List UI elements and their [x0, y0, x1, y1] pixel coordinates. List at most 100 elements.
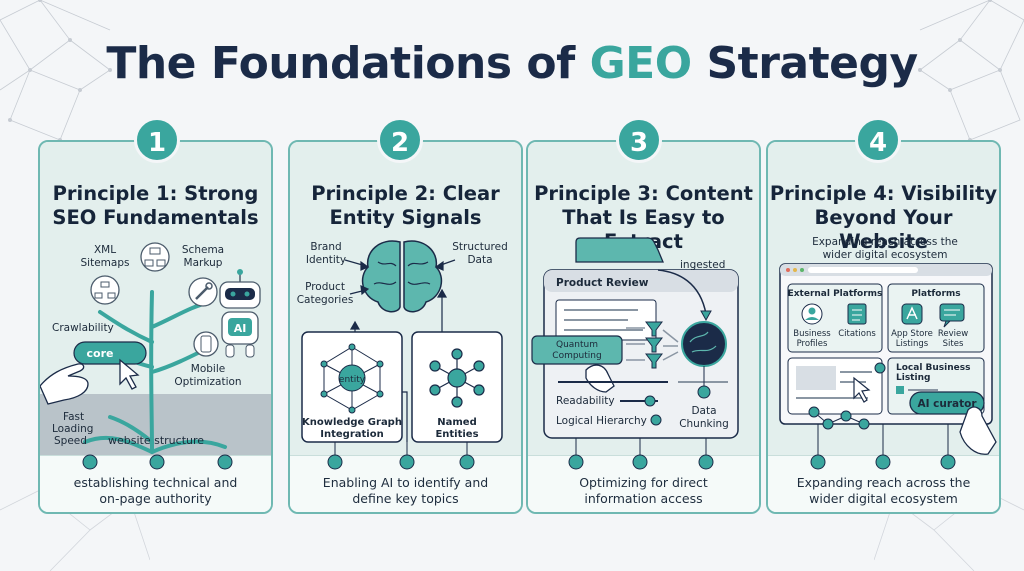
principle-1-caption: establishing technical and on-page autho…: [73, 475, 238, 506]
schema-icon: [140, 242, 170, 272]
svg-text:Loading: Loading: [52, 423, 93, 435]
svg-text:Review: Review: [938, 329, 968, 339]
svg-text:Data: Data: [691, 405, 716, 417]
app-store-icon: [901, 303, 923, 325]
svg-text:AI curator: AI curator: [917, 398, 977, 410]
quantum-computing-tag: [531, 335, 623, 365]
principle-4-caption: Expanding reach across the wider digital…: [796, 475, 971, 506]
svg-text:Sites: Sites: [943, 339, 964, 349]
connector-dots: [810, 424, 956, 470]
core-label: core: [87, 347, 114, 360]
cursor-icon: [853, 376, 871, 403]
svg-text:Platforms: Platforms: [911, 289, 960, 299]
principle-card-3: Principle 3: Content That Is Easy to Ext…: [526, 140, 761, 514]
svg-text:App Store: App Store: [891, 329, 933, 339]
svg-text:Citations: Citations: [838, 329, 876, 339]
cursor-icon: [119, 358, 140, 390]
ai-label: AI: [234, 322, 247, 335]
principle-number-2: 2: [377, 117, 423, 163]
entity-network-icon: [429, 348, 485, 408]
platforms-panel: [887, 283, 985, 353]
svg-text:Chunking: Chunking: [679, 418, 729, 430]
sitemap-icon: [90, 275, 120, 305]
svg-text:External Platforms: External Platforms: [788, 289, 883, 299]
svg-text:wider digital ecosystem: wider digital ecosystem: [823, 249, 948, 261]
connector-dots: [327, 442, 475, 470]
external-platforms-panel: [787, 283, 883, 353]
principle-4-heading: Principle 4: Visibility Beyond Your Webs…: [769, 182, 998, 253]
hand-icon: [959, 406, 997, 455]
svg-text:Mobile: Mobile: [191, 363, 225, 375]
business-profile-icon: [801, 303, 823, 325]
svg-text:Crawlability: Crawlability: [52, 322, 114, 334]
title-text-end: Strategy: [706, 38, 918, 89]
entity-label: entity: [339, 375, 366, 385]
svg-text:Identity: Identity: [306, 254, 346, 266]
principle-1-illustration: AI core XML Sitemaps Schema Markup Crawl…: [40, 242, 271, 470]
svg-text:Listings: Listings: [896, 339, 929, 349]
address-bar: [808, 267, 918, 273]
wrench-icon: [188, 277, 218, 307]
title-accent: GEO: [589, 38, 693, 89]
principle-3-caption: Optimizing for direct information access: [579, 475, 708, 506]
review-sites-icon: [939, 303, 965, 328]
svg-text:Quantum: Quantum: [556, 340, 598, 350]
ai-robot-icon: AI: [219, 269, 261, 358]
principle-2-illustration: entity Knowledge Graph Integration Named…: [297, 240, 508, 470]
svg-text:Readability: Readability: [556, 395, 615, 407]
funnel-icons: [645, 321, 663, 369]
title-text-start: The Foundations of: [106, 38, 575, 89]
svg-text:Categories: Categories: [297, 294, 354, 306]
svg-text:Profiles: Profiles: [797, 339, 828, 349]
readability-slider-knob: [644, 395, 656, 407]
svg-text:Knowledge Graph: Knowledge Graph: [302, 417, 402, 428]
ingested-label: ingested: [680, 259, 725, 271]
svg-text:Structured: Structured: [452, 241, 508, 253]
network-nodes: [808, 362, 886, 430]
principle-1-heading: Principle 1: Strong SEO Fundamentals: [52, 182, 259, 229]
brain-icon: [361, 240, 443, 313]
svg-text:Entities: Entities: [435, 429, 478, 440]
principle-3-illustration: Product Review Quantum Computing i: [531, 237, 739, 470]
folder-tab: [575, 237, 664, 263]
svg-text:Schema: Schema: [182, 244, 224, 256]
principle-card-4: Principle 4: Visibility Beyond Your Webs…: [766, 140, 1001, 514]
svg-text:Product: Product: [305, 281, 345, 293]
ground: [40, 394, 271, 455]
principle-2-heading: Principle 2: Clear Entity Signals: [311, 182, 500, 229]
svg-text:Local Business: Local Business: [896, 363, 970, 373]
citations-icon: [847, 303, 867, 325]
principle-4-illustration: Expanding reach across the wider digital…: [779, 236, 997, 470]
connector-dots: [82, 454, 233, 470]
svg-text:XML: XML: [94, 244, 116, 256]
ai-sphere-icon: [681, 321, 727, 367]
hand-icon: [585, 364, 615, 393]
core-pill: [73, 341, 147, 365]
svg-text:Markup: Markup: [184, 257, 223, 269]
mobile-icon: [193, 331, 219, 357]
svg-text:Speed: Speed: [54, 435, 87, 447]
principle-number-3: 3: [616, 117, 662, 163]
ai-curator-button: [909, 391, 985, 415]
principle-number-4: 4: [855, 117, 901, 163]
svg-text:Business: Business: [793, 329, 831, 339]
svg-text:Optimization: Optimization: [174, 376, 241, 388]
principle-2-caption: Enabling AI to identify and define key t…: [322, 475, 489, 506]
principle-number-1: 1: [134, 117, 180, 163]
svg-text:Named: Named: [437, 417, 476, 428]
svg-text:Sitemaps: Sitemaps: [81, 257, 130, 269]
hand-icon: [40, 363, 89, 405]
principle-card-1: Principle 1: Strong SEO Fundamentals: [38, 140, 273, 514]
svg-text:Listing: Listing: [896, 373, 930, 383]
svg-text:website structure: website structure: [108, 434, 204, 447]
svg-text:Expanding reach across the: Expanding reach across the: [812, 236, 958, 248]
svg-text:Computing: Computing: [552, 351, 601, 361]
svg-text:Integration: Integration: [320, 429, 383, 440]
principle-card-2: Principle 2: Clear Entity Signals entity…: [288, 140, 523, 514]
svg-text:Logical Hierarchy: Logical Hierarchy: [556, 415, 647, 427]
svg-text:Brand: Brand: [310, 241, 341, 253]
page-title: The Foundations of GEO Strategy: [0, 38, 1024, 89]
connector-dots: [568, 438, 714, 470]
svg-text:Data: Data: [467, 254, 492, 266]
svg-text:Fast: Fast: [63, 411, 84, 423]
